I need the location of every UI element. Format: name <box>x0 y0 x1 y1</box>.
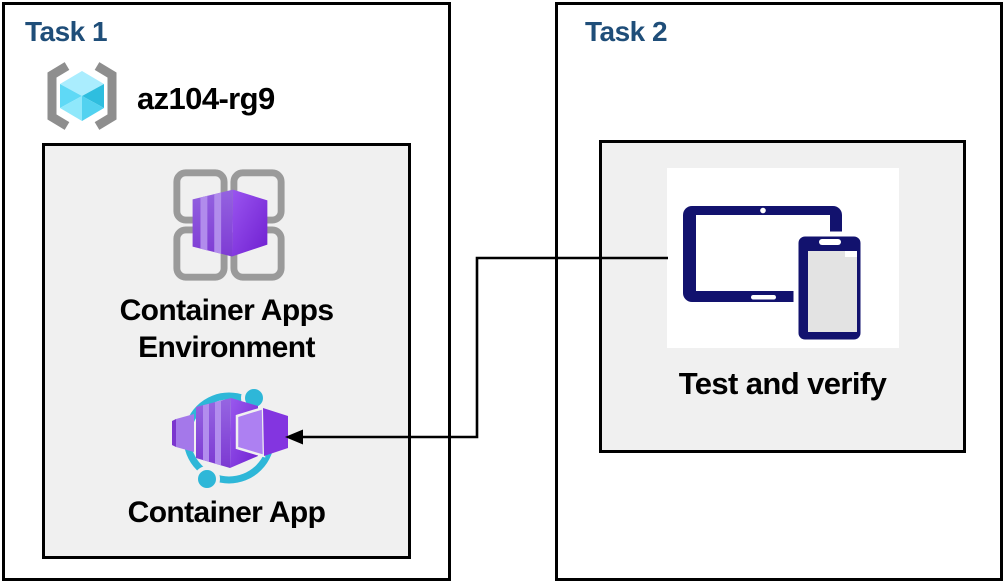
container-apps-environment-icon <box>168 165 290 285</box>
container-apps-environment-label: Container Apps Environment <box>45 292 408 366</box>
tablet-phone-icon <box>667 168 899 348</box>
container-app-icon <box>172 385 290 492</box>
resource-group-name: az104-rg9 <box>137 81 275 116</box>
task2-panel: Task 2 Test and verify <box>555 2 1003 581</box>
task1-inner-box: Container Apps Environment <box>42 143 411 559</box>
container-apps-environment-label-line1: Container Apps <box>119 294 334 327</box>
resource-group-icon <box>39 60 125 132</box>
task1-panel: Task 1 az104-rg9 <box>2 2 451 581</box>
container-apps-environment-label-line2: Environment <box>138 331 315 364</box>
task2-title: Task 2 <box>585 16 668 47</box>
test-and-verify-label: Test and verify <box>678 366 887 401</box>
container-app-label: Container App <box>127 496 326 529</box>
task1-title: Task 1 <box>25 16 108 47</box>
task2-inner-box: Test and verify <box>599 140 966 453</box>
